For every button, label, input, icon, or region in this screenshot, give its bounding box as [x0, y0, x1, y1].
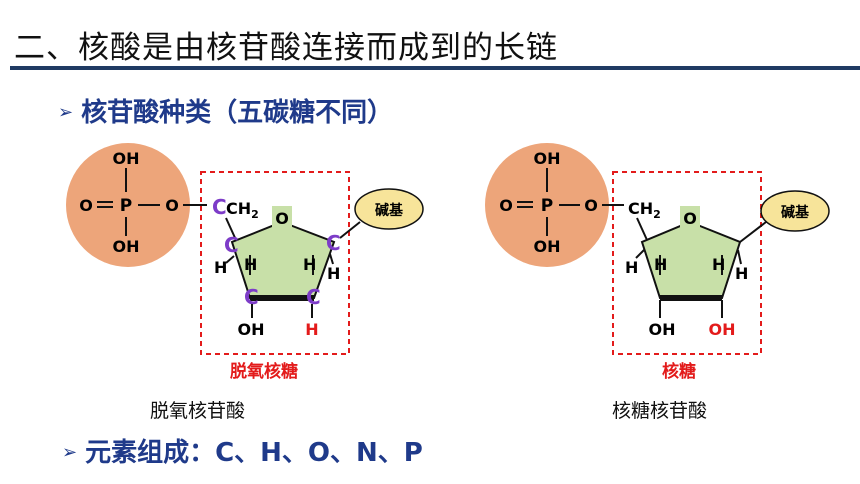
sugar-box-right: [612, 171, 762, 355]
h-c2-right: H: [712, 255, 725, 274]
slide-title: 二、核酸是由核苷酸连接而成到的长链: [14, 30, 558, 66]
bullet-elements-text: 元素组成：C、H、O、N、P: [85, 438, 423, 468]
ch2-left: CH2: [226, 199, 259, 221]
phosphate-group-left: [66, 143, 190, 267]
sugar-label-left: 脱氧核糖: [230, 361, 298, 382]
phosphate-p-left: P: [120, 196, 132, 216]
title-underline: [10, 66, 860, 70]
phosphate-group-right: [485, 143, 609, 267]
carbon-5-left: C: [212, 195, 227, 219]
carbon-3-left: C: [244, 285, 259, 309]
bond: [225, 255, 235, 264]
ring-o-bg: [680, 206, 700, 228]
h-c1-right: H: [735, 264, 748, 283]
ch2-text-right: CH: [628, 199, 653, 218]
h-c2-left: H: [303, 255, 316, 274]
oh-c2-right: OH: [709, 320, 736, 339]
phosphate-oh-bottom-right: OH: [534, 237, 561, 256]
h-c3-left: H: [244, 255, 257, 274]
h-c4-left: H: [214, 258, 227, 277]
base-label-left: 碱基: [375, 202, 404, 219]
carbon-1-left: C: [326, 231, 341, 255]
phosphate-oh-bottom-left: OH: [113, 237, 140, 256]
phosphate-o-left-right: O: [499, 196, 513, 215]
ch2-subscript-left: 2: [251, 208, 259, 221]
base-label-right: 碱基: [781, 204, 810, 221]
bullet-arrow-icon: ➢: [62, 442, 78, 463]
sugar-label-right: 核糖: [662, 361, 696, 382]
ring-o-right: O: [683, 209, 697, 228]
caption-deoxyribonucleotide: 脱氧核苷酸: [150, 400, 246, 422]
bullet-elements: ➢ 元素组成：C、H、O、N、P: [62, 432, 423, 469]
bond: [329, 253, 334, 265]
h-c3-right: H: [654, 255, 667, 274]
caption-ribonucleotide: 核糖核苷酸: [612, 400, 708, 422]
bond-to-base: [339, 221, 361, 239]
phosphate-oh-top-right: OH: [534, 149, 561, 168]
oh-c3-right: OH: [649, 320, 676, 339]
ring-o-bg: [272, 206, 292, 228]
h-c4-right: H: [625, 258, 638, 277]
ring-o-left: O: [275, 209, 289, 228]
phosphate-o-left: O: [79, 196, 93, 215]
phosphate-oh-top-left: OH: [113, 149, 140, 168]
carbon-2-left: C: [306, 285, 321, 309]
bond-to-base: [739, 221, 767, 243]
phosphate-o-right-left: O: [165, 196, 179, 215]
bond: [737, 249, 742, 265]
ch2-subscript-right: 2: [653, 208, 661, 221]
base-left: [354, 188, 424, 230]
bullet-arrow-icon: ➢: [58, 102, 74, 123]
bond: [635, 249, 645, 259]
bullet-nucleotide-types-text: 核苷酸种类（五碳糖不同）: [81, 98, 394, 128]
carbon-4-left: C: [224, 233, 239, 257]
bond: [636, 217, 648, 241]
base-right: [760, 190, 830, 232]
bullet-nucleotide-types: ➢ 核苷酸种类（五碳糖不同）: [58, 92, 393, 129]
sugar-box-left: [200, 171, 350, 355]
oh-c3-left: OH: [238, 320, 265, 339]
h-c2-bottom-left: H: [305, 320, 318, 339]
ch2-text-left: CH: [226, 199, 251, 218]
h-c1-left: H: [327, 264, 340, 283]
bond: [225, 217, 237, 241]
phosphate-p-right: P: [541, 196, 553, 216]
ch2-right: CH2: [628, 199, 661, 221]
phosphate-o-right-right: O: [584, 196, 598, 215]
